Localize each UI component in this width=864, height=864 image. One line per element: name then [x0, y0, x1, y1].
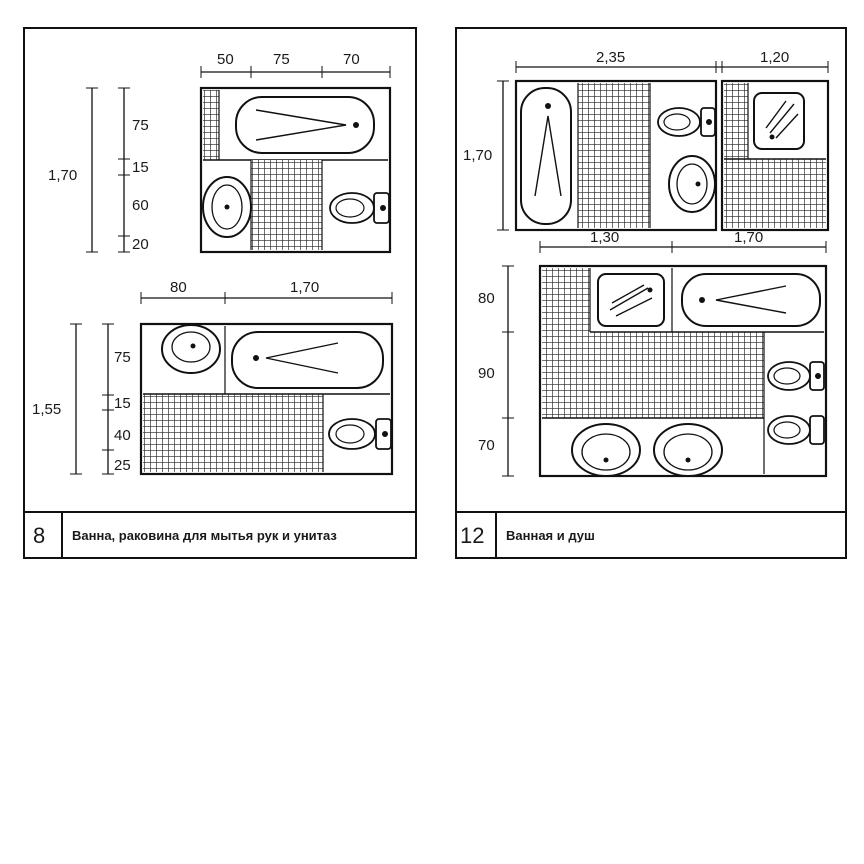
- dim-top: 75: [273, 51, 290, 68]
- dim-top: 1,70: [734, 229, 763, 246]
- toilet: [657, 107, 716, 137]
- dim-left: 15: [132, 159, 149, 176]
- panel-12: 12 Ванная и душ 2,35 1,20 1,70: [455, 27, 847, 559]
- dim-left: 75: [132, 117, 149, 134]
- panel-number: 8: [33, 523, 45, 548]
- toilet: [767, 361, 825, 391]
- dim-left: 25: [114, 457, 131, 474]
- dim-top: 50: [217, 51, 234, 68]
- sink: [202, 176, 252, 238]
- dim-left: 40: [114, 427, 131, 444]
- panel-caption: Ванная и душ: [506, 528, 595, 543]
- shower-tray: [597, 273, 665, 327]
- dim-top: 1,70: [290, 279, 319, 296]
- panel-8: 8 Ванна, раковина для мытья рук и унитаз…: [23, 27, 417, 559]
- bathtub: [231, 331, 384, 389]
- shower-tray: [753, 92, 805, 150]
- floor-tiles: [542, 332, 764, 418]
- dim-left: 60: [132, 197, 149, 214]
- dim-left-total: 1,70: [463, 147, 492, 164]
- toilet: [329, 192, 390, 224]
- dim-left: 20: [132, 236, 149, 253]
- toilet: [328, 418, 392, 450]
- sink: [161, 324, 221, 374]
- panel-number: 12: [460, 523, 484, 548]
- dim-left-total: 1,70: [48, 167, 77, 184]
- sink: [668, 155, 716, 213]
- dim-left: 70: [478, 437, 495, 454]
- dim-top: 70: [343, 51, 360, 68]
- dim-top: 1,20: [760, 49, 789, 66]
- sink: [571, 423, 641, 477]
- plan-12a: 2,35 1,20 1,70: [463, 49, 830, 232]
- dim-left: 80: [478, 290, 495, 307]
- dim-top: 2,35: [596, 49, 625, 66]
- dim-top: 1,30: [590, 229, 619, 246]
- plan-12b: 1,30 1,70 80 90 70: [478, 229, 828, 478]
- floor-tiles: [724, 159, 826, 228]
- floor-tiles: [143, 394, 323, 472]
- bathtub: [520, 87, 572, 225]
- dim-left: 75: [114, 349, 131, 366]
- bathtub: [235, 96, 375, 154]
- dim-top: 80: [170, 279, 187, 296]
- floor-tiles: [578, 83, 650, 228]
- dim-left: 15: [114, 395, 131, 412]
- bidet: [767, 415, 825, 445]
- floor-tiles: [251, 160, 322, 250]
- dim-left: 90: [478, 365, 495, 382]
- sink: [653, 423, 723, 477]
- bathtub: [681, 273, 821, 327]
- plan-8a: 50 75 70 1,70 75 15 60 20: [48, 51, 392, 254]
- plan-8b: 80 1,70 1,55 75 15 40 25: [32, 279, 394, 476]
- dim-left-total: 1,55: [32, 401, 61, 418]
- panel-caption: Ванна, раковина для мытья рук и унитаз: [72, 528, 337, 543]
